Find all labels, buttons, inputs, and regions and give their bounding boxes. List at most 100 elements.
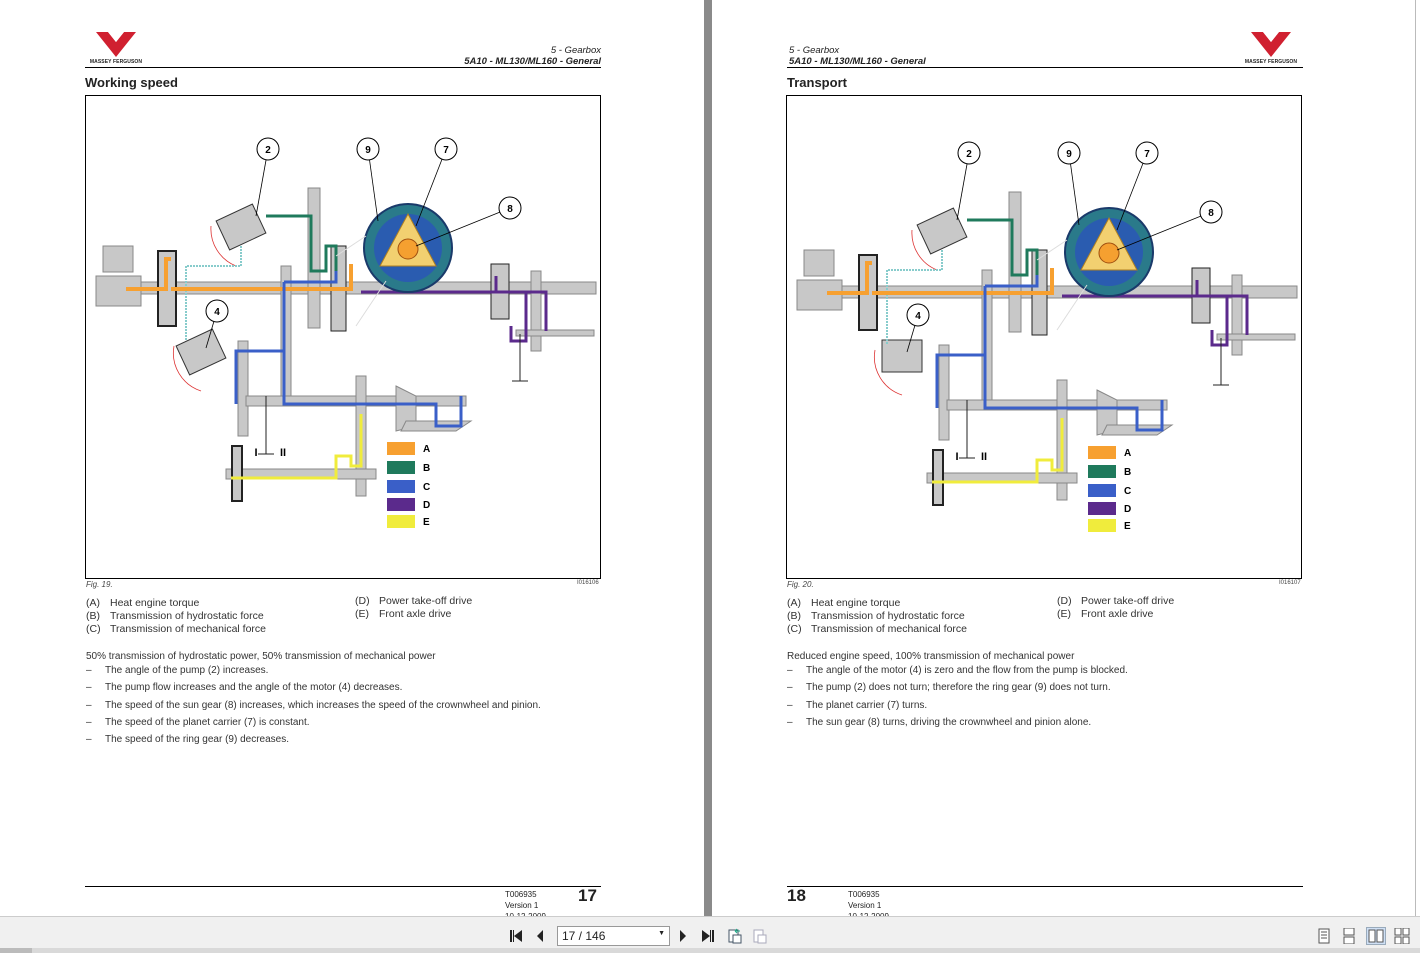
flow-a-path [126,257,353,291]
horizontal-scrollbar[interactable] [0,948,1420,953]
callout-9: 9 [365,145,371,156]
section-label: 5 - Gearbox [789,45,840,56]
list-item: The angle of the motor (4) is zero and t… [787,665,1128,682]
facing-pages-icon [1368,929,1384,943]
vertical-scrollbar[interactable] [1415,0,1420,916]
hydrostatic-motor [881,339,923,373]
logo-text: MASSEY FERGUSON [1244,59,1298,65]
guide-line [335,235,387,327]
guide-line [1036,239,1088,331]
bullet-list: The angle of the pump (2) increases. The… [86,665,541,751]
dropdown-arrow-icon[interactable]: ▼ [658,930,665,937]
pump-angle-arc [911,229,938,271]
figure-id: I016107 [1279,580,1301,586]
legend-swatch-b [387,461,415,474]
range-switch [258,396,274,455]
chevron-left-icon [537,930,543,942]
logo-text: MASSEY FERGUSON [89,59,143,65]
callout-8: 8 [1208,208,1214,219]
figure-caption: Fig. 19. [86,580,113,589]
continuous-view-button[interactable] [1340,927,1358,945]
page-18: MASSEY FERGUSON 5 - Gearbox 5A10 - ML130… [712,0,1415,916]
legend-right: (D)Power take-off drive (E)Front axle dr… [1057,595,1175,620]
callout-4: 4 [915,311,921,322]
legend-swatch-c [1088,484,1116,497]
callout-circle [1199,200,1223,224]
list-item: The sun gear (8) turns, driving the crow… [787,717,1128,734]
callout-leader [1116,152,1148,231]
legend-left: (A)Heat engine torque (B)Transmission of… [86,597,267,635]
back-view-icon [728,928,742,944]
figure-caption: Fig. 20. [787,580,814,589]
flow-c-path [935,275,1164,432]
legend-swatch-c [387,480,415,493]
pto-switch [1213,338,1229,386]
callout-2: 2 [265,145,271,156]
callout-leader [1068,152,1080,226]
first-page-icon [510,930,522,942]
facing-view-button[interactable] [1366,927,1386,945]
callout-circle [957,141,981,165]
figure-id: I016106 [577,580,599,586]
range-label-i: I [955,451,958,463]
document-title: 5A10 - ML130/ML160 - General [789,56,926,67]
callout-leader [1116,211,1212,251]
go-forward-button[interactable] [751,927,769,945]
page-number: 17 [578,886,597,905]
single-page-view-button[interactable] [1315,927,1333,945]
flow-b-path [266,214,338,281]
callout-circle [1057,141,1081,165]
list-item: The pump flow increases and the angle of… [86,682,541,699]
legend-swatch-e [1088,519,1116,532]
range-label-ii: II [981,451,987,463]
legend-label-e: E [1124,521,1131,532]
last-page-icon [702,930,714,942]
page-number-input[interactable]: 17 / 146▼ [557,926,670,946]
page-title: Working speed [85,75,178,90]
front-clutch [932,449,944,506]
range-label-ii: II [280,447,286,459]
callout-2: 2 [966,149,972,160]
gear [237,340,249,437]
single-page-icon [1318,928,1330,944]
go-back-button[interactable] [726,927,744,945]
legend-swatch-d [387,498,415,511]
legend-swatch-a [387,442,415,455]
page-header: 5 - Gearbox 5A10 - ML130/ML160 - General [85,45,601,68]
pto-switch [512,334,528,382]
engine-piston [803,249,835,277]
document-title: 5A10 - ML130/ML160 - General [464,56,601,67]
legend-label-b: B [1124,467,1131,478]
legend-swatch-a [1088,446,1116,459]
legend-label-c: C [423,482,430,493]
intro-text: 50% transmission of hydrostatic power, 5… [86,651,436,662]
first-page-button[interactable] [507,927,525,945]
page-header: 5 - Gearbox 5A10 - ML130/ML160 - General [787,45,1303,68]
callout-circle [498,196,522,220]
pto-shaft [515,329,595,337]
range-label-i: I [254,447,257,459]
pto-shaft [1216,333,1296,341]
callout-4: 4 [214,307,220,318]
hydrostatic-pump [916,207,968,255]
page-17: MASSEY FERGUSON 5 - Gearbox 5A10 - ML130… [0,0,704,916]
continuous-facing-view-button[interactable] [1393,927,1411,945]
bullet-list: The angle of the motor (4) is zero and t… [787,665,1128,734]
previous-page-button[interactable] [531,927,549,945]
last-page-button[interactable] [699,927,717,945]
callout-7: 7 [443,145,449,156]
legend-label-c: C [1124,486,1131,497]
massey-ferguson-logo: MASSEY FERGUSON [84,30,148,65]
legend-label-a: A [423,444,430,455]
pto-gear [530,270,542,352]
callout-circle [434,137,458,161]
pto-gear [1231,274,1243,356]
pump-angle-arc [210,225,237,267]
motor-angle-arc [874,349,903,396]
footer-rule [85,886,601,887]
forward-view-icon [753,929,767,944]
next-page-button[interactable] [674,927,692,945]
